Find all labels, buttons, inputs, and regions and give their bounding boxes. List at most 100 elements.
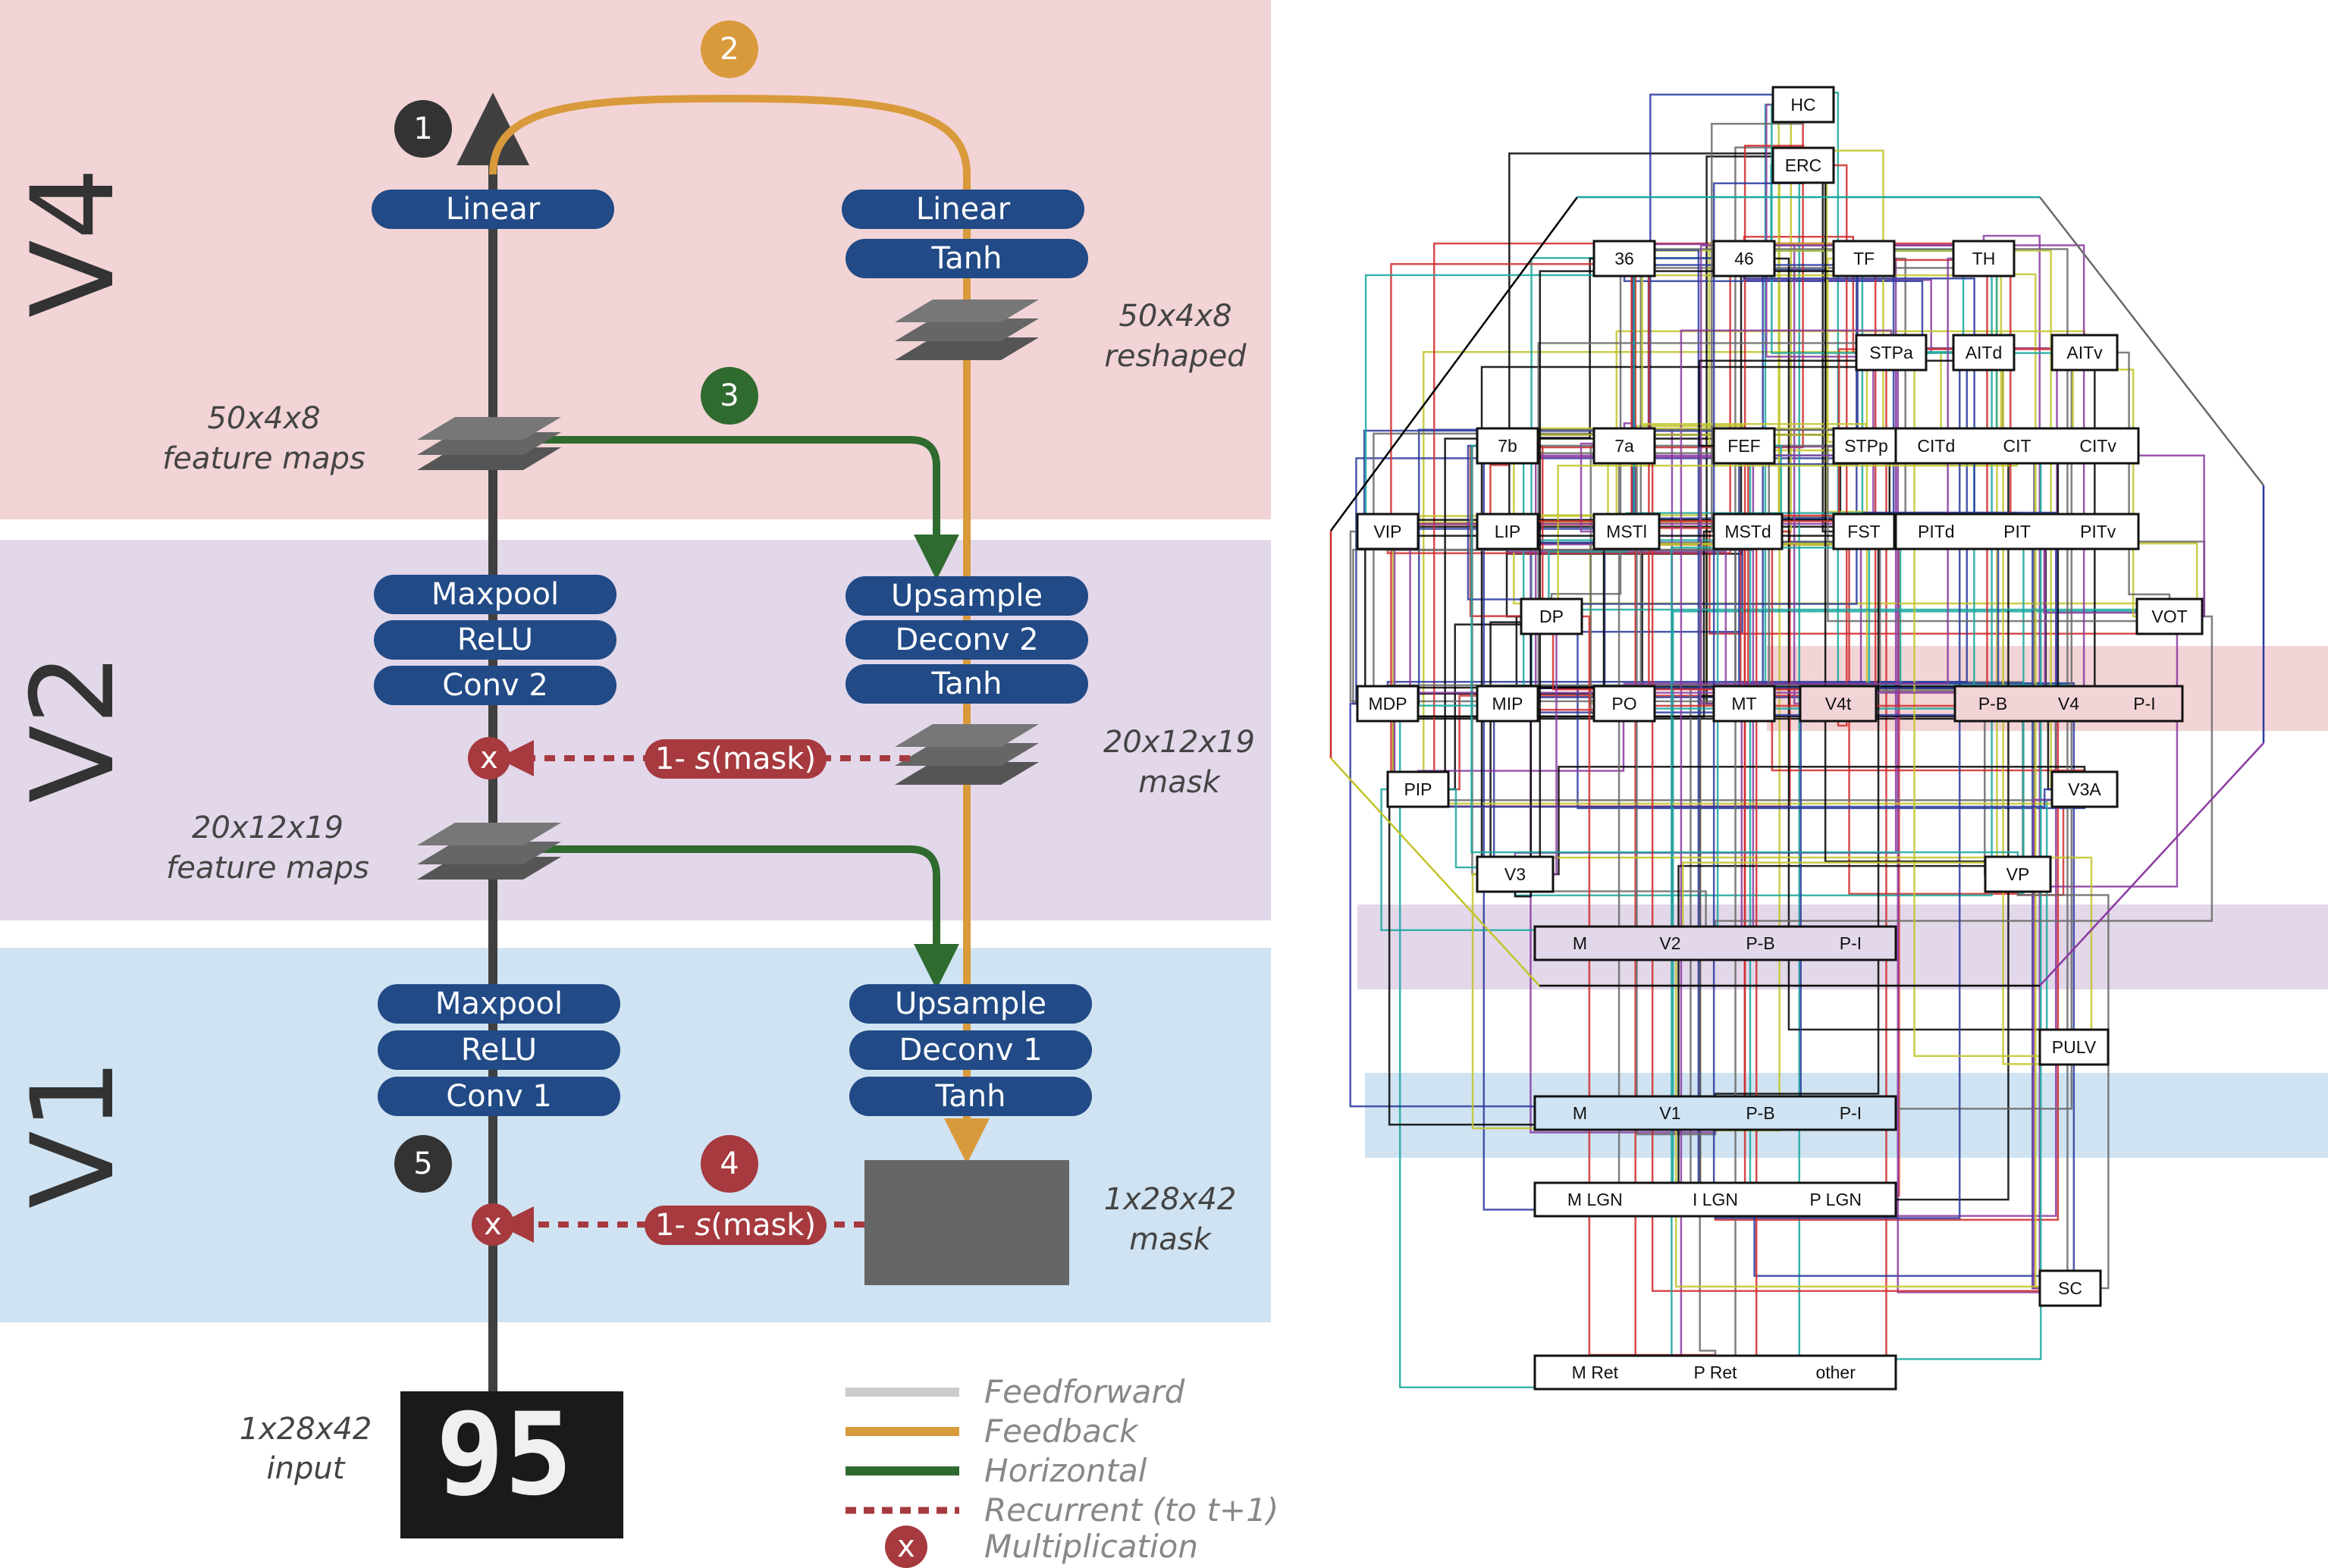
svg-text:Upsample: Upsample — [891, 579, 1043, 613]
pill-v1-tanh: Tanh — [849, 1077, 1092, 1116]
v4-reshaped-dims: 50x4x8 — [1119, 299, 1231, 334]
connection-line — [2083, 353, 2170, 618]
v4-feature-maps-label: feature maps — [162, 441, 366, 476]
pill-v2-conv: Conv 2 — [374, 666, 617, 705]
input-label: input — [267, 1451, 346, 1486]
area-group-label: P-I — [2133, 694, 2155, 713]
area-box-mstd: MSTd — [1712, 513, 1784, 550]
pill-v4-fb-linear: Linear — [842, 190, 1084, 229]
svg-text:Deconv 1: Deconv 1 — [899, 1033, 1042, 1068]
area-group-label: P Ret — [1693, 1363, 1737, 1382]
v2-feature-maps-label: feature maps — [166, 851, 369, 886]
area-group-label: M Ret — [1572, 1363, 1619, 1382]
pill-v2-upsample: Upsample — [846, 576, 1088, 616]
left-panel: V4 V2 V1 — [0, 0, 1279, 1568]
pill-v1-upsample: Upsample — [849, 984, 1092, 1024]
legend-feedforward-label: Feedforward — [984, 1373, 1185, 1410]
area-group-label: M LGN — [1567, 1190, 1623, 1209]
connection-line — [1603, 532, 1628, 705]
pill-v1-maxpool: Maxpool — [378, 984, 620, 1024]
svg-text:ReLU: ReLU — [457, 622, 533, 657]
svg-text:1- s(mask): 1- s(mask) — [655, 1208, 816, 1243]
area-group-label: P-B — [1746, 1103, 1774, 1123]
legend-multiplication-label: Multiplication — [984, 1528, 1198, 1565]
connection-line — [1386, 257, 1744, 554]
connection-line — [1623, 257, 1984, 704]
area-box-fef: FEF — [1712, 427, 1776, 465]
svg-text:V3A: V3A — [2068, 779, 2101, 799]
v2-mask-label: mask — [1138, 765, 1221, 800]
svg-text:36: 36 — [1614, 249, 1634, 268]
svg-text:SC: SC — [2058, 1278, 2082, 1298]
horizontal-arrow-v4 — [531, 436, 959, 580]
area-box-dp: DP — [1520, 597, 1583, 635]
svg-text:MSTl: MSTl — [1606, 522, 1647, 541]
connection-line — [1624, 259, 1985, 705]
v1-mask-dims: 1x28x42 — [1104, 1182, 1237, 1217]
area-group-label: V4 — [2058, 694, 2079, 713]
svg-text:4: 4 — [720, 1146, 739, 1181]
svg-text:Tanh: Tanh — [930, 241, 1002, 276]
svg-text:ReLU: ReLU — [461, 1033, 537, 1068]
area-group-label: M — [1573, 1103, 1587, 1123]
svg-text:AITv: AITv — [2066, 343, 2103, 362]
svg-text:PIP: PIP — [1404, 779, 1432, 799]
area-box-pulv: PULV — [2038, 1028, 2110, 1066]
feature-map-stack-v4 — [417, 417, 561, 470]
area-box-mstl: MSTl — [1592, 513, 1661, 550]
area-box-aitd: AITd — [1952, 334, 2016, 372]
area-box-fst: FST — [1832, 513, 1896, 550]
area-box-aitv: AITv — [2050, 334, 2119, 372]
svg-text:5: 5 — [413, 1146, 432, 1181]
svg-text:TF: TF — [1853, 249, 1875, 268]
area-box-th: TH — [1952, 240, 2016, 278]
area-group-label: CITd — [1917, 436, 1955, 456]
svg-text:LIP: LIP — [1495, 522, 1521, 541]
mask-block-v1 — [864, 1160, 1069, 1285]
legend-recurrent-label: Recurrent (to t+1) — [984, 1491, 1279, 1529]
legend-feedback-label: Feedback — [984, 1413, 1139, 1450]
svg-text:Deconv 2: Deconv 2 — [895, 622, 1038, 657]
area-box-mdp: MDP — [1356, 685, 1420, 723]
svg-text:Maxpool: Maxpool — [431, 577, 559, 612]
area-group-label: I LGN — [1693, 1190, 1738, 1209]
connection-line — [1330, 757, 1540, 986]
svg-text:FEF: FEF — [1727, 436, 1760, 456]
area-box-mip: MIP — [1476, 685, 1539, 723]
area-box-stpa: STPa — [1855, 334, 1928, 372]
svg-text:MSTd: MSTd — [1724, 522, 1771, 541]
area-box-vp: VP — [1984, 855, 2052, 893]
area-box-hc: HC — [1771, 86, 1835, 124]
connection-line — [1838, 259, 1985, 705]
multiplication-node-v2: x — [468, 737, 510, 779]
area-box-mt: MT — [1712, 685, 1776, 723]
svg-text:x: x — [484, 1207, 502, 1242]
multiplication-node-v1: x — [472, 1203, 514, 1246]
connection-line — [1743, 259, 2017, 533]
area-group-label: P-B — [1978, 694, 2007, 713]
connection-line — [1364, 259, 1626, 533]
svg-text:x: x — [480, 741, 498, 776]
area-box-v3a: V3A — [2050, 770, 2119, 808]
connection-line — [1771, 103, 2086, 354]
connection-line — [1623, 257, 1988, 707]
svg-text:7a: 7a — [1614, 436, 1634, 456]
area-box-sc: SC — [2038, 1269, 2102, 1307]
area-group-label: P-I — [1840, 933, 1862, 953]
band-label-v1: V1 — [8, 1058, 140, 1209]
pill-v4-fb-tanh: Tanh — [846, 239, 1088, 278]
area-box-vip: VIP — [1356, 513, 1420, 550]
svg-text:V4t: V4t — [1825, 694, 1852, 713]
step-3-badge: 3 — [701, 367, 758, 425]
v2-mask-dims: 20x12x19 — [1103, 725, 1255, 760]
step-5-badge: 5 — [394, 1135, 452, 1193]
pill-v2-maxpool: Maxpool — [374, 575, 617, 614]
pill-v2-deconv: Deconv 2 — [846, 620, 1088, 660]
connection-line — [1623, 243, 1838, 705]
svg-text:Tanh: Tanh — [934, 1079, 1006, 1114]
svg-text:x: x — [897, 1529, 915, 1564]
